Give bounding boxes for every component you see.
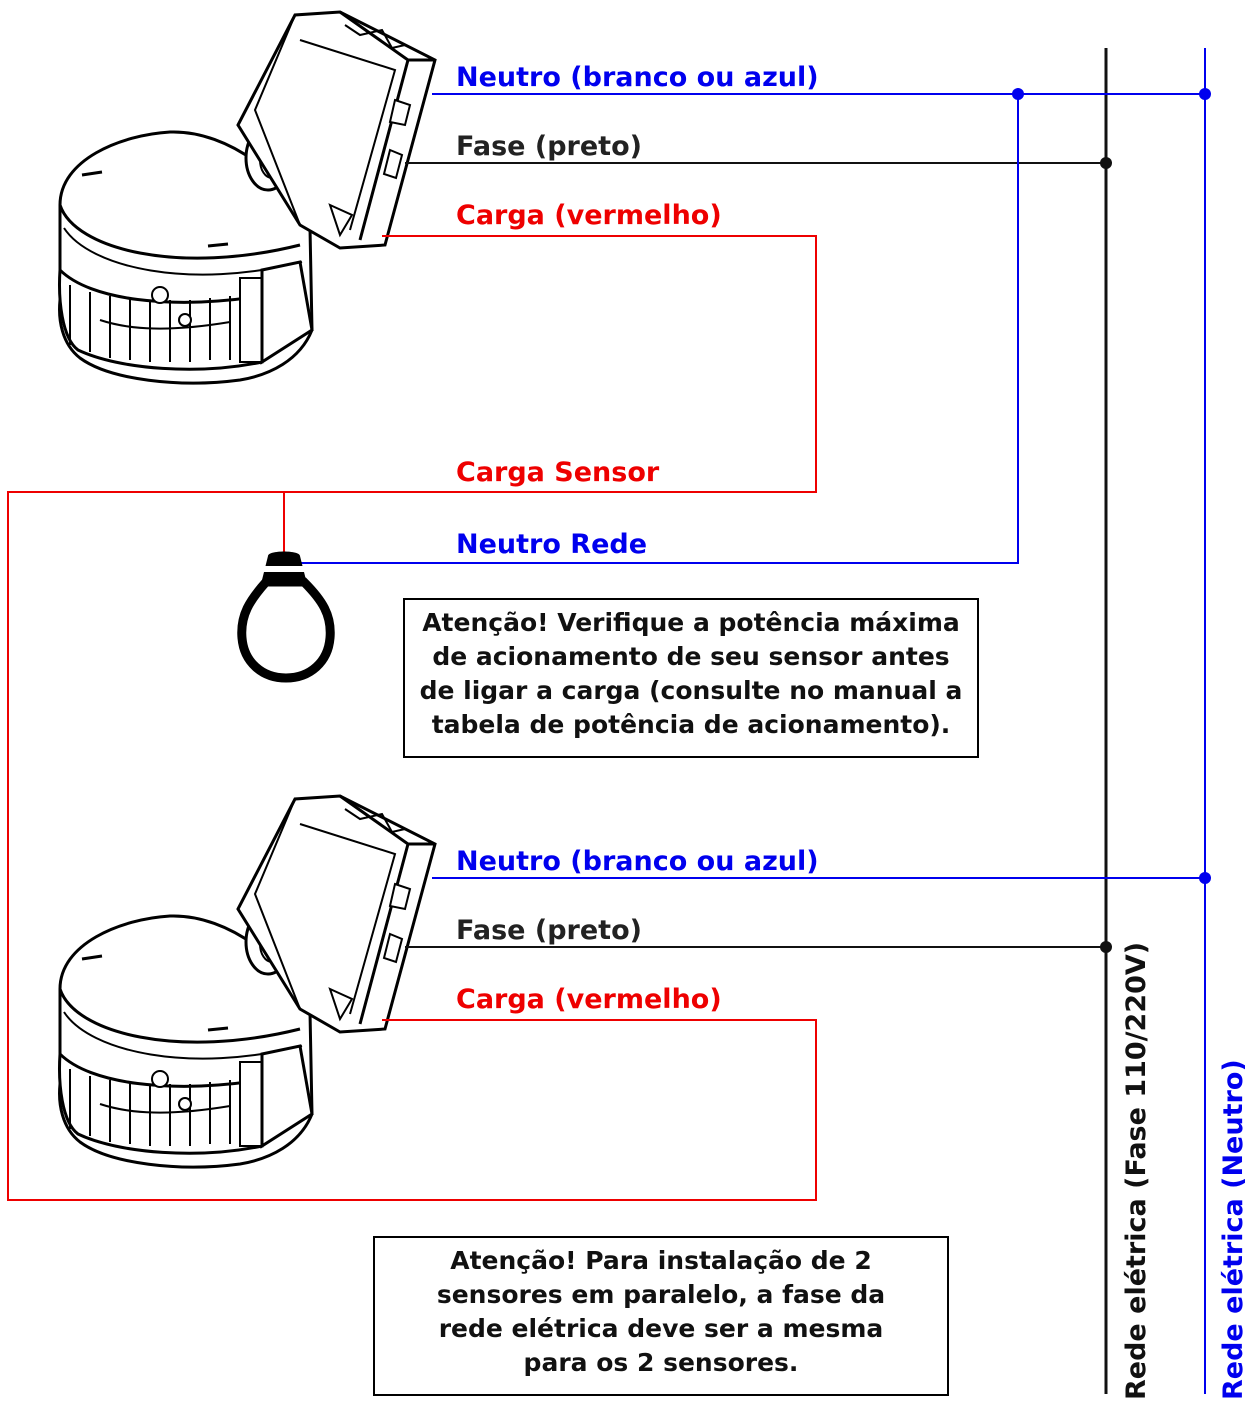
- sensor1-load-label: Carga (vermelho): [456, 200, 722, 231]
- power-warning-line-4: tabela de potência de acionamento).: [431, 710, 951, 739]
- lamp-neutral-wire: [300, 94, 1019, 564]
- junction-neutral-lamp: [1012, 88, 1024, 100]
- carga-sensor-label: Carga Sensor: [456, 457, 660, 488]
- power-warning-line-3: de ligar a carga (consulte no manual a: [419, 676, 963, 705]
- light-bulb-icon: [237, 551, 335, 683]
- junction-phase-bus-2: [1100, 941, 1112, 953]
- sensor1-load-wire: [7, 235, 817, 1201]
- neutro-rede-label: Neutro Rede: [456, 529, 647, 560]
- parallel-warning-line-2: sensores em paralelo, a fase da: [436, 1280, 886, 1309]
- sensor1-phase-label: Fase (preto): [456, 131, 642, 162]
- sensor2-load-label: Carga (vermelho): [456, 984, 722, 1015]
- power-warning-line-1: Atenção! Verifique a potência máxima: [422, 608, 960, 637]
- power-warning-note: Atenção! Verifique a potência máxima de …: [403, 598, 979, 758]
- sensor2-phase-label: Fase (preto): [456, 915, 642, 946]
- junction-neutral-bus-1: [1199, 88, 1211, 100]
- sensor1-neutral-label: Neutro (branco ou azul): [456, 62, 819, 93]
- motion-sensor-2-icon: [58, 794, 437, 1169]
- parallel-warning-line-3: rede elétrica deve ser a mesma: [438, 1314, 884, 1343]
- sensor2-neutral-label: Neutro (branco ou azul): [456, 846, 819, 877]
- neutral-bus-label: Rede elétrica (Neutro): [1218, 1059, 1245, 1400]
- junction-phase-bus-1: [1100, 157, 1112, 169]
- power-warning-line-2: de acionamento de seu sensor antes: [432, 642, 950, 671]
- motion-sensor-1-icon: [58, 10, 437, 385]
- parallel-warning-note: Atenção! Para instalação de 2 sensores e…: [373, 1236, 949, 1396]
- phase-bus-label: Rede elétrica (Fase 110/220V): [1121, 942, 1152, 1400]
- parallel-warning-line-1: Atenção! Para instalação de 2: [450, 1246, 872, 1275]
- junction-neutral-bus-2: [1199, 872, 1211, 884]
- parallel-warning-line-4: para os 2 sensores.: [523, 1348, 799, 1377]
